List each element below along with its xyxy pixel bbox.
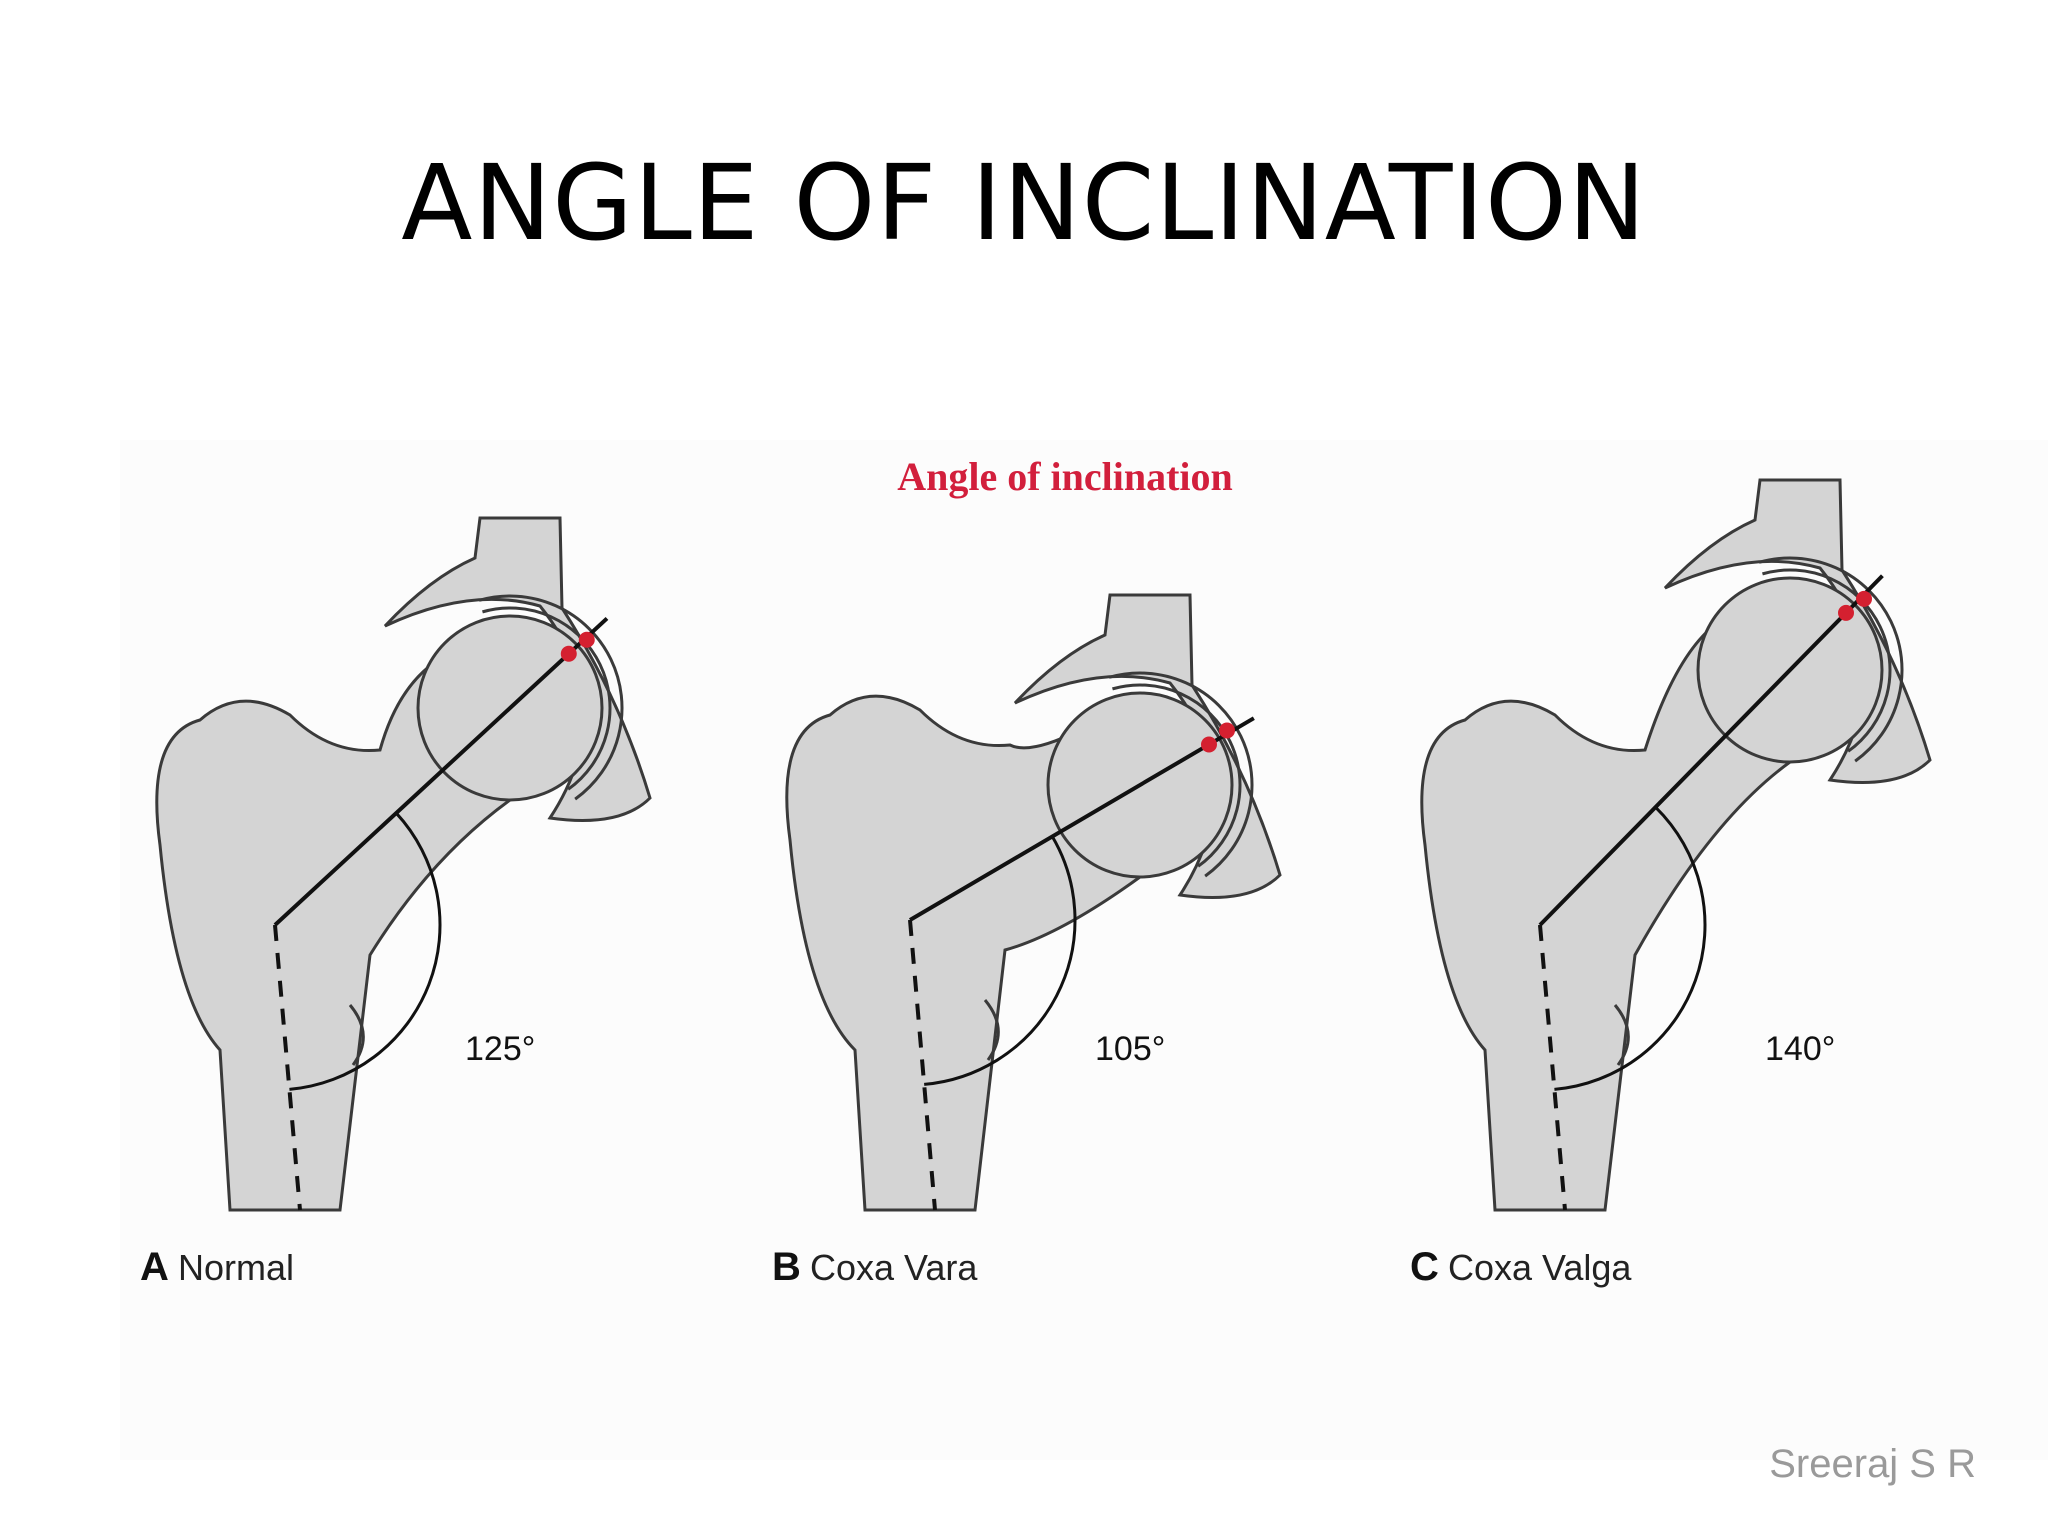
marker-dot bbox=[578, 631, 595, 648]
lesser-trochanter bbox=[1613, 1004, 1630, 1066]
lesser-trochanter bbox=[348, 1004, 365, 1066]
figure-heading: Angle of inclination bbox=[897, 454, 1233, 499]
neck-axis-line bbox=[1538, 574, 1884, 927]
shaft-axis-line bbox=[908, 919, 937, 1211]
joint-arc-outer bbox=[1758, 556, 1904, 763]
femur-body bbox=[785, 694, 1142, 1212]
inclination-angle-arc bbox=[1554, 806, 1707, 1091]
neck-axis-line bbox=[908, 716, 1255, 922]
lesser-trochanter bbox=[983, 999, 1000, 1061]
marker-dot bbox=[560, 645, 577, 662]
panel-letter: C bbox=[1410, 1245, 1439, 1289]
panel-caption: Coxa Valga bbox=[1448, 1247, 1632, 1288]
marker-dot bbox=[1200, 736, 1217, 753]
slide-title: ANGLE OF INCLINATION bbox=[401, 142, 1647, 264]
inclination-angle-arc bbox=[289, 812, 442, 1091]
panel-letter: A bbox=[140, 1245, 169, 1289]
joint-arc-outer bbox=[478, 594, 624, 801]
angle-label: 140° bbox=[1765, 1030, 1835, 1068]
author-credit: Sreeraj S R bbox=[1769, 1442, 1976, 1486]
shaft-axis-line bbox=[1538, 924, 1567, 1211]
marker-dot bbox=[1838, 604, 1855, 621]
joint-arc-inner bbox=[1112, 683, 1242, 868]
inclination-angle-arc bbox=[924, 835, 1077, 1086]
angle-label: 125° bbox=[465, 1030, 535, 1068]
panel-caption: Coxa Vara bbox=[810, 1247, 978, 1288]
joint-arc-inner bbox=[482, 606, 612, 791]
neck-axis-line bbox=[273, 616, 609, 927]
angle-label: 105° bbox=[1095, 1030, 1165, 1068]
joint-arc-inner bbox=[1762, 568, 1892, 753]
panel-letter: B bbox=[772, 1245, 801, 1289]
shaft-axis-line bbox=[273, 924, 302, 1211]
joint-arc-outer bbox=[1108, 671, 1254, 878]
marker-dot bbox=[1856, 590, 1873, 607]
marker-dot bbox=[1218, 722, 1235, 739]
panel-caption: Normal bbox=[178, 1247, 294, 1288]
